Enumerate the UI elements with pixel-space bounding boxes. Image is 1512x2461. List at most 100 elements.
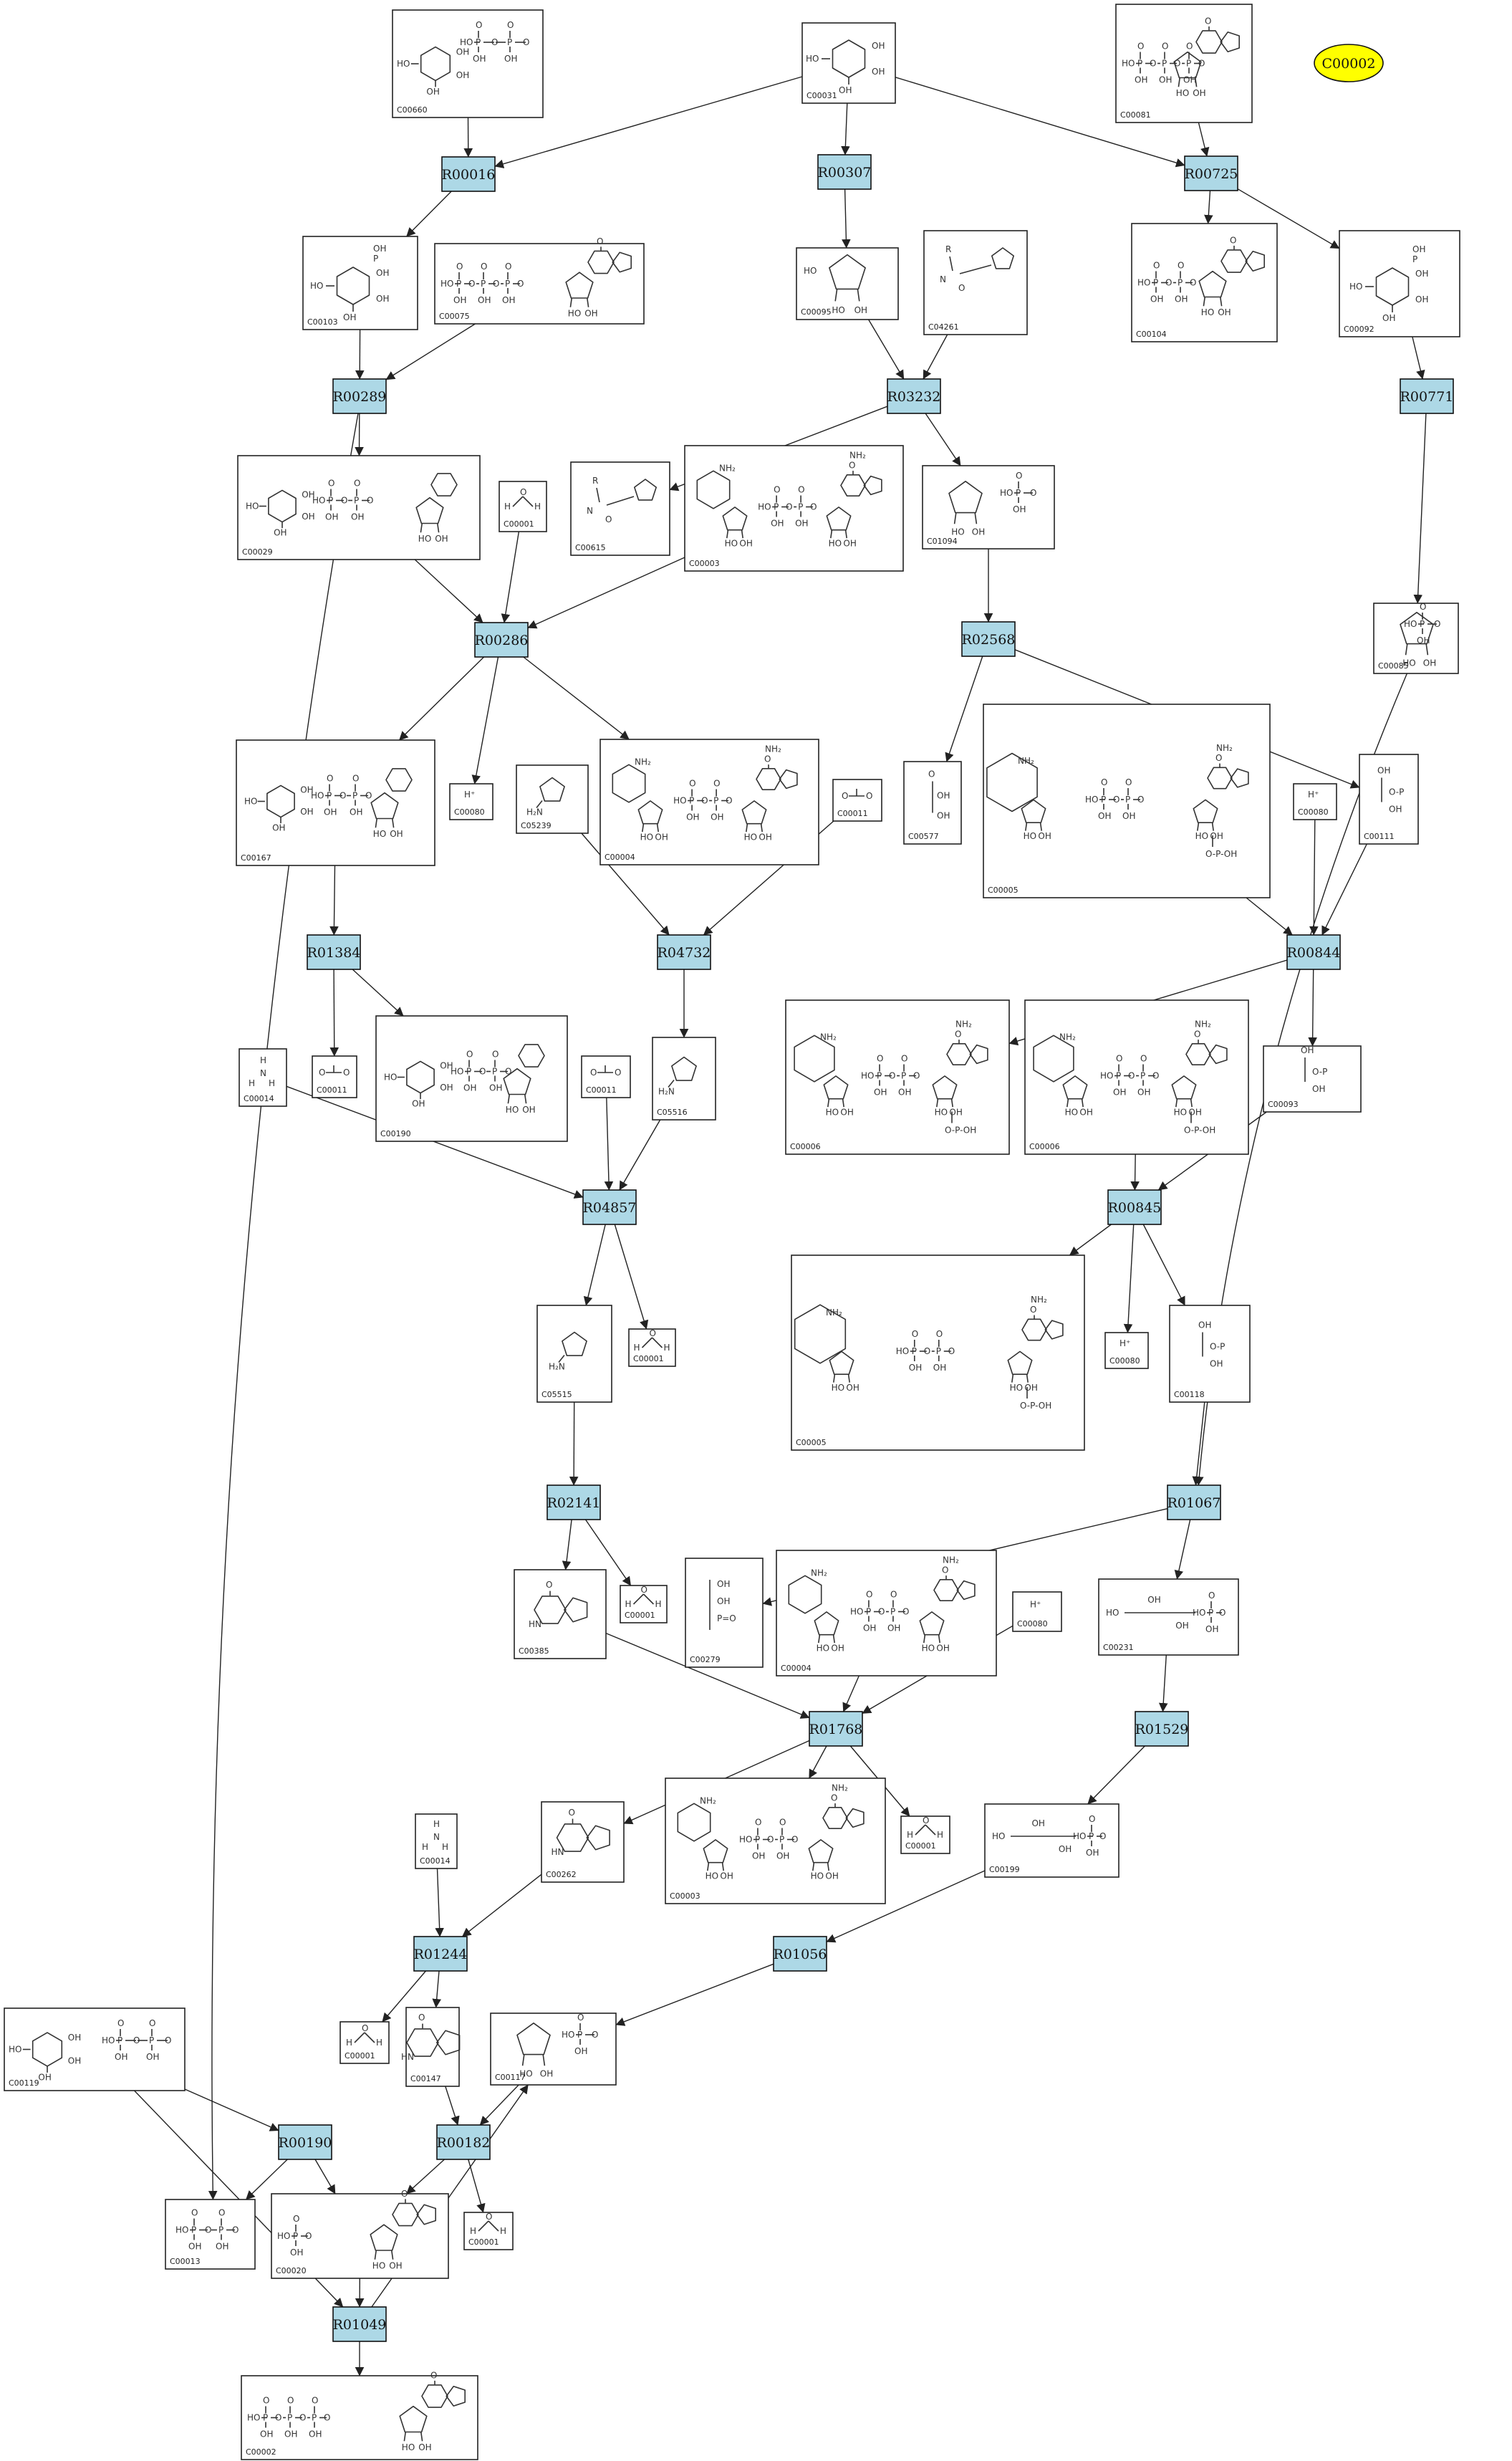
compound-box[interactable] [1098,1578,1239,1656]
compound-box[interactable] [796,247,899,320]
reaction-box[interactable] [1107,1189,1162,1225]
compound-box[interactable] [685,1558,764,1668]
reaction-node[interactable]: R00771 [1400,378,1454,414]
reaction-box[interactable] [773,1936,827,1972]
compound-box[interactable] [1359,754,1419,845]
reaction-node[interactable]: R01384 [307,934,361,970]
reaction-box[interactable] [474,622,529,658]
reaction-box[interactable] [436,2124,491,2160]
legend-ellipse[interactable] [1314,44,1384,82]
compound-box[interactable] [536,1305,612,1403]
reaction-node[interactable]: R00016 [441,156,496,192]
reaction-box[interactable] [887,378,941,414]
compound-box[interactable] [665,1778,886,1904]
compound-box[interactable] [923,230,1028,335]
compound-box[interactable] [1263,1045,1362,1113]
compound-box[interactable] [516,764,589,834]
compound-box[interactable] [490,2013,617,2086]
reaction-box[interactable] [413,1936,468,1972]
compound-box[interactable] [463,2212,514,2250]
compound-box[interactable] [514,1569,607,1659]
reaction-box[interactable] [1184,155,1238,191]
reaction-node[interactable]: R01067 [1167,1484,1221,1520]
compound-box[interactable] [1339,230,1460,337]
compound-node[interactable]: H⁺C00080 [449,783,493,820]
compound-box[interactable] [1293,783,1337,820]
compound-box[interactable] [415,1813,458,1869]
compound-box[interactable] [599,739,819,865]
reaction-node[interactable]: R00307 [817,154,872,190]
compound-box[interactable] [832,779,882,822]
reaction-node[interactable]: R01529 [1135,1711,1189,1747]
compound-box[interactable] [652,1037,716,1121]
compound-box[interactable] [340,2021,390,2064]
compound-node[interactable]: H⁺C00080 [1104,1332,1149,1369]
compound-box[interactable] [570,461,670,556]
compound-box[interactable] [776,1550,997,1676]
reaction-node[interactable]: R00182 [436,2124,491,2160]
compound-box[interactable] [236,739,435,866]
reaction-box[interactable] [657,934,711,970]
reaction-node[interactable]: R01768 [809,1711,863,1747]
compound-box[interactable] [1104,1332,1149,1369]
reaction-node[interactable]: R00725 [1184,155,1238,191]
compound-box[interactable] [499,481,547,532]
reaction-node[interactable]: R00844 [1286,934,1341,970]
reaction-box[interactable] [1167,1484,1221,1520]
reaction-node[interactable]: R00289 [332,378,387,414]
reaction-node[interactable]: R02568 [961,621,1016,657]
compound-box[interactable] [1169,1305,1251,1403]
compound-box[interactable] [312,1055,357,1098]
reaction-box[interactable] [582,1189,637,1225]
reaction-node[interactable]: R00845 [1107,1189,1162,1225]
compound-box[interactable] [375,1015,568,1142]
reaction-node[interactable]: R04857 [582,1189,637,1225]
reaction-node[interactable]: R01049 [332,2306,387,2342]
compound-box[interactable] [801,22,896,104]
reaction-box[interactable] [1286,934,1341,970]
compound-box[interactable] [241,2375,478,2460]
compound-box[interactable] [620,1585,668,1623]
reaction-box[interactable] [809,1711,863,1747]
reaction-node[interactable]: R01056 [773,1936,827,1972]
compound-box[interactable] [581,1055,631,1098]
compound-box[interactable] [628,1328,676,1367]
compound-box[interactable] [984,1803,1119,1878]
compound-box[interactable] [165,2199,256,2270]
